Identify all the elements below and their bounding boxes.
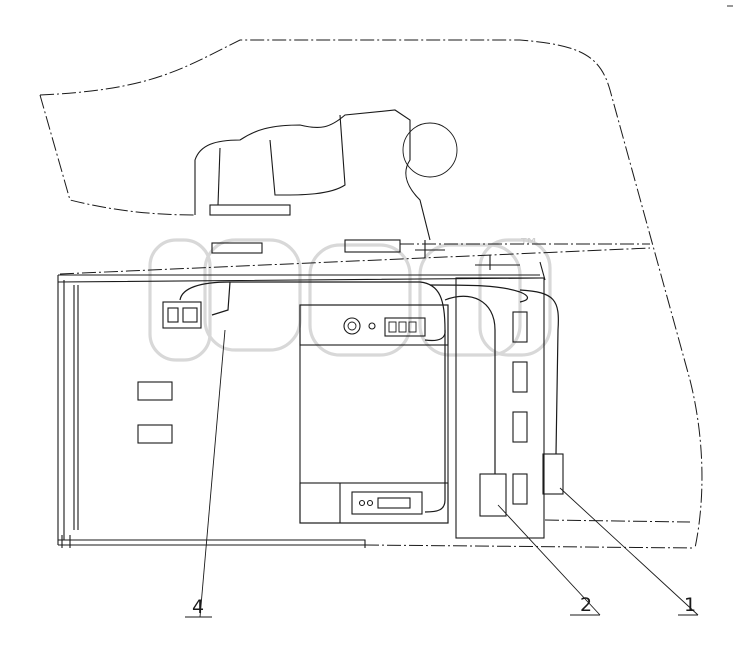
watermark-logo: ™	[148, 235, 552, 362]
component-2	[479, 473, 507, 517]
switch-block	[384, 317, 426, 337]
component-1	[542, 453, 564, 495]
callout-4: 4	[192, 596, 204, 618]
seat-structure	[194, 109, 546, 281]
central-cabinet	[299, 304, 449, 524]
callout-1: 1	[684, 594, 696, 616]
trademark-symbol: ™	[518, 235, 540, 260]
cab-outline	[39, 39, 703, 549]
callout-2: 2	[580, 594, 592, 616]
wiring-harness	[179, 281, 559, 513]
leader-lines	[185, 5, 733, 618]
side-rail	[455, 277, 564, 539]
floor-frame	[57, 274, 541, 548]
key-switch-icon	[343, 317, 361, 335]
left-components	[137, 301, 202, 444]
